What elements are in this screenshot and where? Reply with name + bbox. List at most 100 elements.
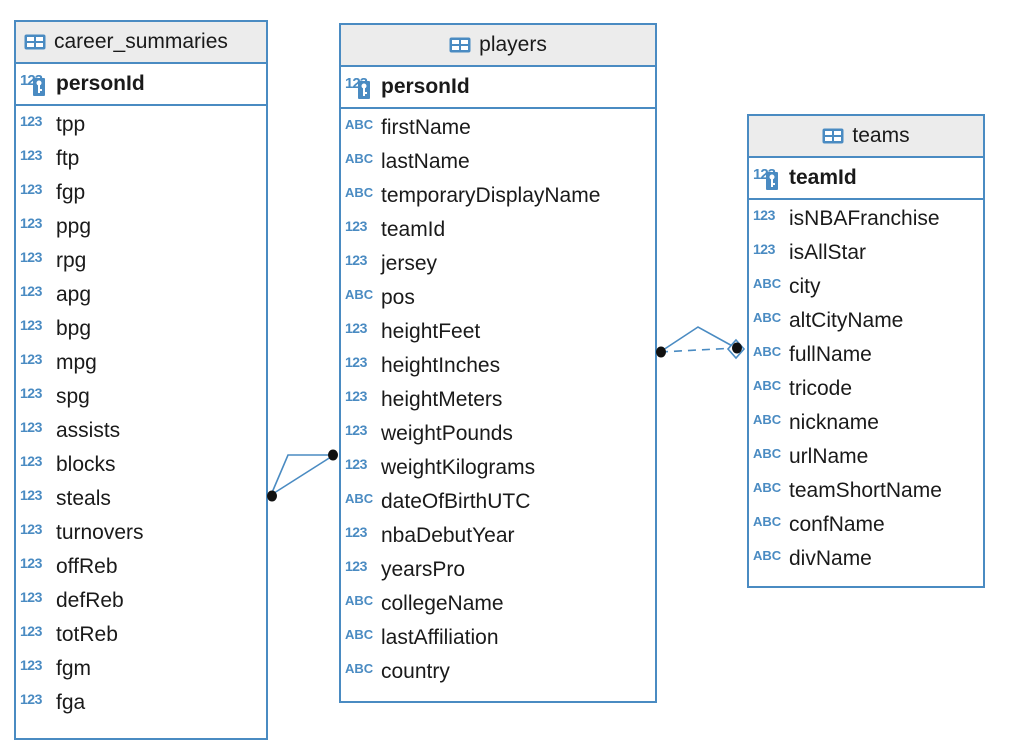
entity-header[interactable]: players <box>341 25 655 67</box>
entity-header[interactable]: teams <box>749 116 983 158</box>
connector-dot <box>267 490 277 502</box>
primary-key-row[interactable]: 123 personId <box>16 64 266 106</box>
entity-header[interactable]: career_summaries <box>16 22 266 64</box>
numeric-type-icon: 123 <box>753 207 775 223</box>
text-type-icon: ABC <box>753 513 782 529</box>
attribute-name: temporaryDisplayName <box>381 184 601 207</box>
numeric-type-icon: 123 <box>20 249 42 265</box>
numeric-type-icon: 123 <box>20 385 42 401</box>
numeric-type-icon: 123 <box>20 623 42 639</box>
numeric-type-icon: 123 <box>20 351 42 367</box>
connector-dot <box>732 342 742 354</box>
attribute-name: tricode <box>789 377 853 400</box>
relationship-career-players[interactable] <box>267 449 338 502</box>
primary-key-icon: 123 <box>345 73 375 101</box>
attribute-row[interactable]: ABC city <box>749 270 983 304</box>
numeric-type-icon: 123 <box>20 283 42 299</box>
primary-key-row[interactable]: 123 teamId <box>749 158 983 200</box>
numeric-type-icon: 123 <box>345 456 367 472</box>
attribute-name: heightFeet <box>381 320 481 343</box>
numeric-type-icon: 123 <box>20 487 42 503</box>
attribute-name: ftp <box>56 147 80 170</box>
attribute-name: jersey <box>381 252 438 275</box>
attribute-name: mpg <box>56 351 97 374</box>
text-type-icon: ABC <box>345 286 374 302</box>
primary-key-icon: 123 <box>753 164 783 192</box>
table-icon <box>449 37 471 53</box>
connector-dot <box>656 346 666 358</box>
attribute-name: city <box>789 275 821 298</box>
numeric-type-icon: 123 <box>20 453 42 469</box>
primary-key-name: personId <box>381 75 470 98</box>
text-type-icon: ABC <box>345 592 374 608</box>
numeric-type-icon: 123 <box>345 558 367 574</box>
attribute-name: dateOfBirthUTC <box>381 490 531 513</box>
text-type-icon: ABC <box>753 547 782 563</box>
relationship-players-teams[interactable] <box>656 326 746 360</box>
text-type-icon: ABC <box>753 275 782 291</box>
attribute-row[interactable]: 123 weightKilograms <box>341 451 655 485</box>
attribute-name: spg <box>56 385 90 408</box>
attribute-name: assists <box>56 419 121 442</box>
text-type-icon: ABC <box>753 309 782 325</box>
attribute-name: weightKilograms <box>381 456 536 479</box>
entity-name: career_summaries <box>54 30 228 53</box>
numeric-type-icon: 123 <box>753 241 775 257</box>
primary-key-row[interactable]: 123 personId <box>341 67 655 109</box>
numeric-type-icon: 123 <box>20 215 42 231</box>
numeric-type-icon: 123 <box>20 691 42 707</box>
numeric-type-icon: 123 <box>20 317 42 333</box>
attribute-row[interactable]: 123 mpg <box>16 346 266 380</box>
numeric-type-icon: 123 <box>345 388 367 404</box>
attribute-row[interactable]: 123 spg <box>16 380 266 414</box>
text-type-icon: ABC <box>345 660 374 676</box>
